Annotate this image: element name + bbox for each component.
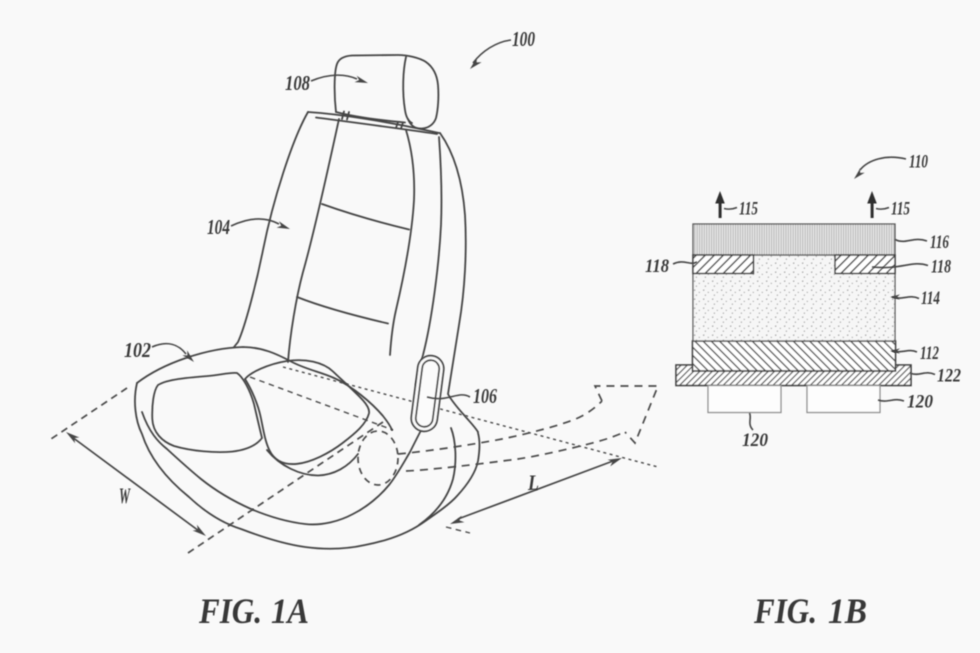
svg-text:102: 102 [124, 338, 151, 362]
svg-text:104: 104 [207, 215, 230, 239]
svg-text:118: 118 [645, 256, 669, 277]
svg-text:1B: 1B [828, 591, 867, 631]
svg-text:120: 120 [742, 430, 768, 451]
svg-text:FIG.: FIG. [198, 591, 262, 631]
svg-text:115: 115 [739, 199, 758, 220]
svg-text:W: W [119, 483, 131, 508]
svg-text:108: 108 [285, 71, 310, 95]
svg-text:118: 118 [931, 257, 951, 278]
svg-text:112: 112 [920, 343, 939, 364]
svg-text:100: 100 [512, 27, 535, 51]
svg-text:120: 120 [907, 392, 933, 413]
svg-text:FIG.: FIG. [753, 591, 817, 631]
svg-text:L: L [527, 470, 539, 495]
svg-text:1A: 1A [271, 591, 309, 631]
svg-text:110: 110 [909, 152, 928, 173]
svg-text:114: 114 [921, 288, 940, 309]
svg-text:122: 122 [937, 366, 961, 387]
svg-text:115: 115 [891, 199, 910, 220]
svg-text:106: 106 [473, 384, 497, 408]
svg-text:116: 116 [930, 232, 949, 253]
